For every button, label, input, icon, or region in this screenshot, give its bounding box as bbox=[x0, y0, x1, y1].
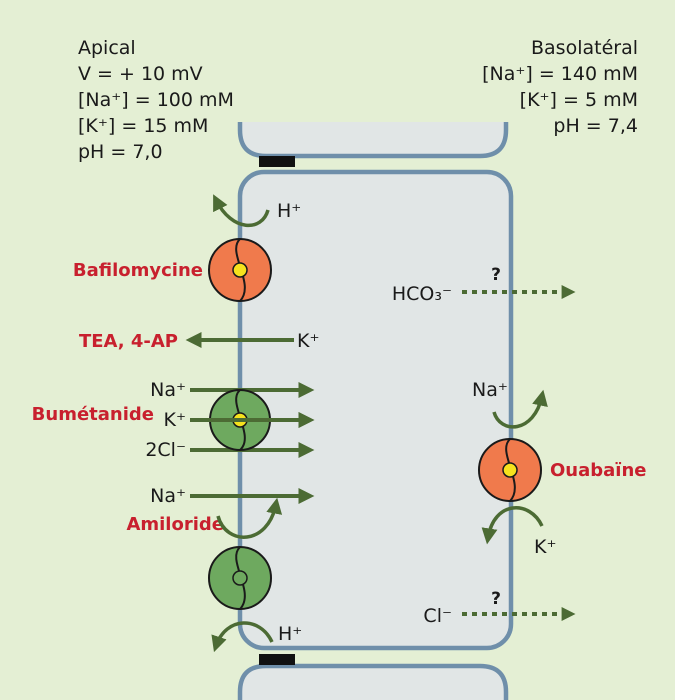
h-ion-top-label: H⁺ bbox=[277, 200, 301, 222]
nkcc-cotransporter: Na⁺ K⁺ 2Cl⁻ Bumétanide bbox=[32, 379, 315, 461]
proton-efflux-arrow bbox=[213, 194, 270, 227]
na-influx-curve bbox=[216, 497, 283, 539]
lower-neighbour-cell bbox=[237, 663, 509, 700]
nkcc-cl-label: 2Cl⁻ bbox=[145, 439, 186, 461]
apical-k: [K⁺] = 15 mM bbox=[78, 115, 208, 137]
h-ion-bottom-label: H⁺ bbox=[278, 623, 302, 645]
apical-conditions: Apical V = + 10 mV [Na⁺] = 100 mM [K⁺] =… bbox=[78, 37, 234, 163]
pump-k-label: K⁺ bbox=[534, 536, 557, 558]
k-channel-label: K⁺ bbox=[297, 330, 320, 352]
apical-na: [Na⁺] = 100 mM bbox=[78, 89, 234, 111]
basolateral-conditions: Basolatéral [Na⁺] = 140 mM [K⁺] = 5 mM p… bbox=[482, 37, 638, 137]
apical-voltage: V = + 10 mV bbox=[78, 63, 203, 85]
pump-na-label: Na⁺ bbox=[472, 379, 508, 401]
hco3-label: HCO₃⁻ bbox=[392, 283, 452, 305]
na-k-atpase: Na⁺ K⁺ Ouabaïne bbox=[472, 379, 647, 558]
nkcc-k-label: K⁺ bbox=[164, 409, 187, 431]
hco3-efflux: HCO₃⁻ ? bbox=[392, 265, 576, 305]
tight-junction-top bbox=[259, 156, 295, 167]
apical-ph: pH = 7,0 bbox=[78, 141, 163, 163]
cl-efflux: Cl⁻ ? bbox=[423, 589, 576, 627]
basolateral-ph: pH = 7,4 bbox=[553, 115, 638, 137]
tight-junction-bottom bbox=[259, 654, 295, 665]
k-influx-curve bbox=[481, 506, 544, 545]
tea-label: TEA, 4-AP bbox=[79, 331, 178, 352]
bafilomycine-label: Bafilomycine bbox=[73, 260, 203, 281]
cl-unknown-mark: ? bbox=[491, 589, 501, 609]
na-efflux-curve bbox=[492, 389, 548, 429]
h-efflux-curve bbox=[211, 621, 274, 653]
amiloride-label: Amiloride bbox=[126, 514, 224, 535]
basolateral-title: Basolatéral bbox=[531, 37, 638, 59]
k-channel: K⁺ TEA, 4-AP bbox=[79, 330, 320, 352]
v-atpase-pump: H⁺ Bafilomycine bbox=[73, 194, 301, 302]
ouabaine-label: Ouabaïne bbox=[550, 460, 647, 481]
bumetanide-label: Bumétanide bbox=[32, 404, 154, 425]
enac-na-label: Na⁺ bbox=[150, 485, 186, 507]
basolateral-k: [K⁺] = 5 mM bbox=[520, 89, 638, 111]
hco3-unknown-mark: ? bbox=[491, 265, 501, 285]
nkcc-na-label: Na⁺ bbox=[150, 379, 186, 401]
apical-title: Apical bbox=[78, 37, 136, 59]
basolateral-na: [Na⁺] = 140 mM bbox=[482, 63, 638, 85]
main-cell bbox=[237, 169, 514, 651]
amiloride-sensitive-transporter: Na⁺ Amiloride H⁺ bbox=[126, 485, 315, 653]
upper-neighbour-cell bbox=[237, 122, 509, 159]
cl-basolateral-label: Cl⁻ bbox=[423, 605, 452, 627]
